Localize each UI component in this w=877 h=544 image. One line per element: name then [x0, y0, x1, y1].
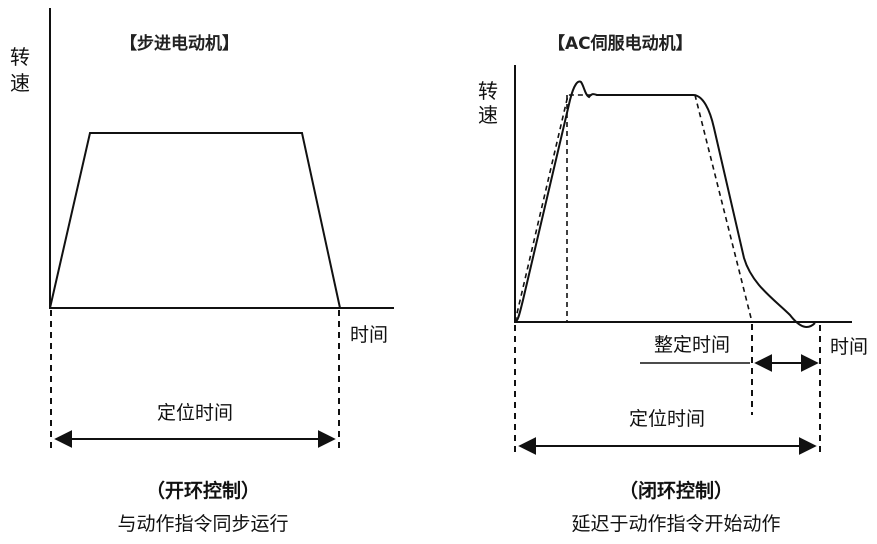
servo-caption-control: （闭环控制）: [619, 479, 733, 502]
servo-actual-speed-curve: [514, 80, 816, 328]
stepper-y-label-bottom: 速: [10, 71, 30, 95]
stepper-y-label-top: 转: [10, 45, 30, 69]
stepper-title: 【步进电动机】: [120, 33, 239, 54]
stepper-panel: 【步进电动机】 转 速 时间 定位时间 （开环控制） 与动作指令同步运行: [10, 8, 394, 535]
servo-panel: 【AC伺服电动机】 转 速 时间 整定时间 定位时间 （闭环控制） 延迟于动作指…: [478, 33, 868, 535]
servo-x-label: 时间: [830, 336, 868, 358]
servo-caption-behaviour: 延迟于动作指令开始动作: [571, 513, 780, 535]
stepper-caption-behaviour: 与动作指令同步运行: [117, 513, 288, 535]
servo-y-label-top: 转: [478, 79, 498, 103]
servo-y-label-bottom: 速: [478, 103, 498, 127]
stepper-speed-curve: [49, 132, 341, 309]
servo-command-curve: [514, 94, 753, 323]
servo-settling-time-label: 整定时间: [654, 334, 730, 356]
stepper-positioning-time-label: 定位时间: [157, 402, 233, 424]
servo-positioning-time-label: 定位时间: [629, 408, 705, 430]
stepper-caption-control: （开环控制）: [146, 479, 260, 502]
stepper-x-label: 时间: [350, 324, 388, 346]
servo-title: 【AC伺服电动机】: [548, 33, 693, 54]
